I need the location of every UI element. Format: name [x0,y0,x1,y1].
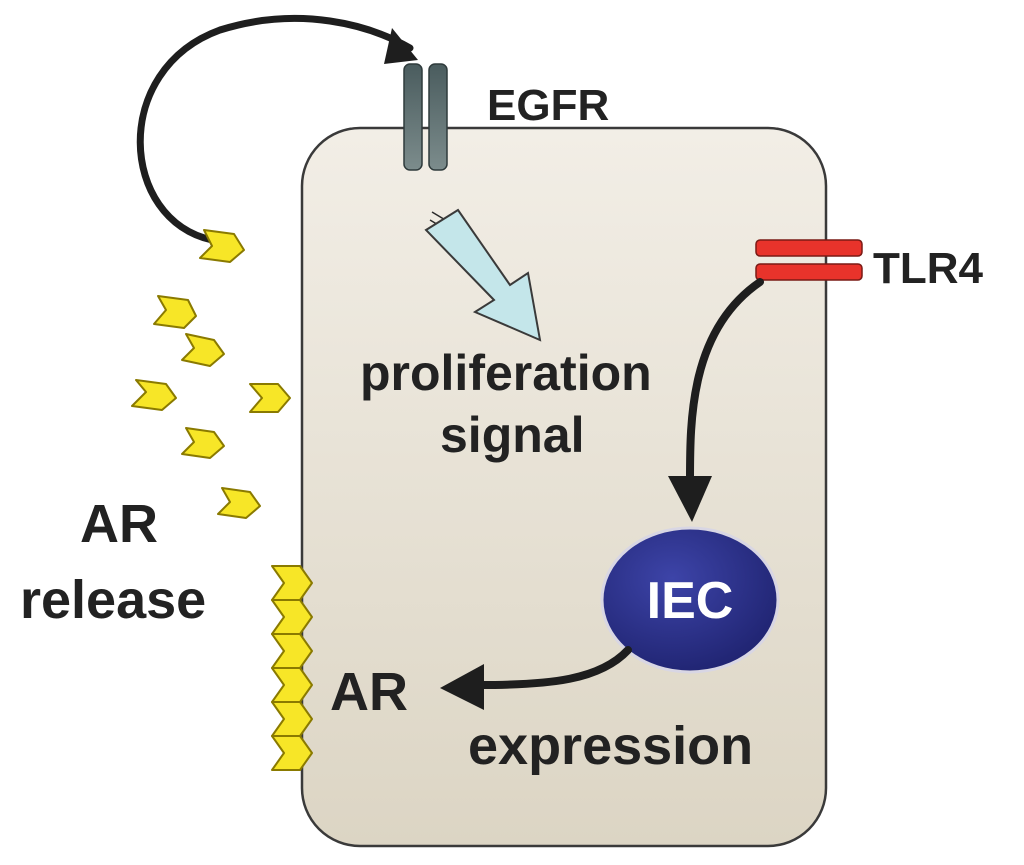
egfr-receptor [403,63,448,171]
membrane-bound-ar [271,565,313,771]
released-ar-molecules [131,229,291,519]
tlr4-label: TLR4 [873,244,984,293]
ar-molecule [153,295,197,329]
iec-nucleus [600,526,780,674]
ar-molecule [181,427,225,459]
ar-molecule [131,379,177,411]
tlr4-receptor [755,239,863,281]
ar-to-egfr-arrow [136,14,414,244]
signal-label: signal [440,407,584,463]
ar-molecule [271,735,313,771]
ar-molecule [181,333,225,367]
expression-label: expression [468,716,753,776]
proliferation-signal-arrow [424,208,542,342]
tlr4-to-iec-arrowhead [668,476,712,522]
ar-release-label-line2: release [20,570,206,630]
iec-to-ar-arrow [476,646,632,689]
iec-label: IEC [647,572,734,630]
egfr-label: EGFR [487,81,609,130]
ar-to-egfr-arrowhead [384,28,418,64]
ar-molecule [249,383,291,413]
iec-to-ar-arrowhead [440,664,484,710]
ar-molecule [217,487,261,519]
proliferation-label: proliferation [360,345,652,401]
ar-molecule [199,229,245,263]
tlr4-to-iec-arrow [686,278,764,484]
ar-label: AR [330,662,408,722]
ar-release-label-line1: AR [80,494,158,554]
